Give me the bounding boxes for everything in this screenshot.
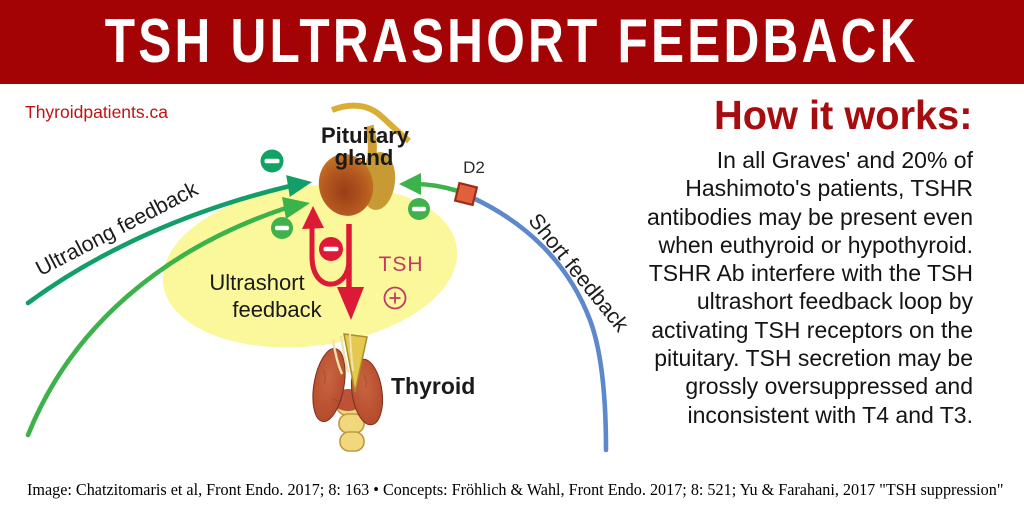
ultrashort-loop-curve [309,228,352,287]
ultrashort-feedback-label-line2: feedback [232,297,322,322]
site-name: Thyroidpatients.ca [25,102,168,122]
ultrashort-loop-arrowhead-icon [302,206,324,229]
pituitary-label-line1: Pituitary [321,123,410,148]
short-feedback-label: Short feedback [524,209,634,337]
banner: TSH ULTRASHORT FEEDBACK [0,0,1024,84]
thyroid-shape [312,333,384,452]
citation: Image: Chatzitomaris et al, Front Endo. … [27,480,1004,499]
ultrashort-feedback-label-line1: Ultrashort [209,270,304,295]
banner-title: TSH ULTRASHORT FEEDBACK [105,7,919,76]
inhibit-icon [319,237,343,261]
inhibit-icon [271,217,293,239]
how-it-works-heading: How it works: [714,92,973,138]
d2-square-icon [453,181,479,207]
long-feedback-arrowhead-icon [282,197,310,219]
how-it-works-body: In all Graves' and 20% of Hashimoto's pa… [646,147,973,428]
pituitary-stalk [330,102,411,144]
short-feedback-arrowhead-icon [399,173,421,195]
inhibit-icon [260,149,284,173]
feedback-diagram: Pituitary gland D2 Ultralong feedback Sh… [25,102,634,453]
pituitary-label-line2: gland [335,145,394,170]
tsh-secretion-arrowhead-icon [337,287,364,320]
stimulate-icon [383,286,407,310]
d2-label: D2 [463,158,485,177]
pituitary-gland-shape [318,154,374,216]
long-feedback-curve [25,205,289,438]
short-feedback-curve [468,194,609,453]
ultralong-arrowhead-icon [286,175,312,197]
thyroid-label: Thyroid [391,373,475,399]
ultralong-feedback-curve [25,183,293,306]
tsh-label: TSH [379,253,424,276]
inhibit-icon [408,198,430,220]
